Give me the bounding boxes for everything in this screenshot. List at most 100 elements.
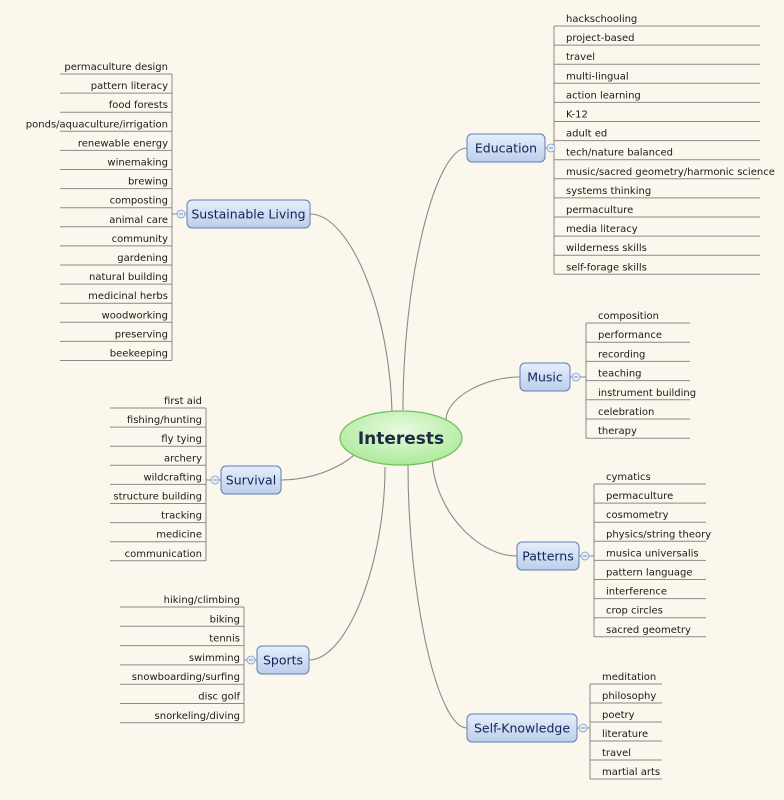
- leaf-item[interactable]: self-forage skills: [554, 262, 760, 275]
- leaf-item[interactable]: music/sacred geometry/harmonic science: [554, 167, 775, 180]
- leaf-item[interactable]: ponds/aquaculture/irrigation: [26, 119, 172, 132]
- leaf-label: wilderness skills: [566, 243, 647, 254]
- collapse-toggle-patterns[interactable]: [580, 551, 590, 561]
- leaf-item[interactable]: brewing: [60, 177, 172, 190]
- leaf-item[interactable]: media literacy: [554, 224, 760, 237]
- leaf-item[interactable]: poetry: [590, 710, 662, 723]
- leaf-label: gardening: [117, 253, 168, 264]
- leaf-item[interactable]: philosophy: [590, 691, 662, 704]
- leaf-item[interactable]: wilderness skills: [554, 243, 760, 256]
- collapse-toggle-education[interactable]: [546, 143, 556, 153]
- leaf-item[interactable]: structure building: [110, 492, 206, 504]
- leaf-item[interactable]: beekeeping: [60, 349, 172, 361]
- leaf-item[interactable]: martial arts: [590, 767, 662, 780]
- leaf-item[interactable]: permaculture: [594, 491, 706, 504]
- leaf-item[interactable]: celebration: [586, 407, 690, 420]
- leaf-item[interactable]: cymatics: [594, 472, 706, 485]
- leaf-item[interactable]: travel: [590, 748, 662, 761]
- leaf-label: woodworking: [102, 310, 168, 321]
- leaf-item[interactable]: tennis: [120, 634, 244, 647]
- leaf-item[interactable]: performance: [586, 330, 690, 343]
- leaf-item[interactable]: instrument building: [586, 388, 696, 401]
- leaf-item[interactable]: natural building: [60, 272, 172, 285]
- leaf-item[interactable]: K-12: [554, 110, 760, 122]
- leaf-item[interactable]: adult ed: [554, 129, 760, 142]
- collapse-toggle-survival[interactable]: [210, 475, 220, 485]
- leaf-item[interactable]: community: [60, 234, 172, 247]
- leaf-item[interactable]: fly tying: [110, 434, 206, 447]
- branch-topic-self-knowledge[interactable]: Self-Knowledge: [466, 713, 578, 743]
- branch-topic-music[interactable]: Music: [519, 362, 571, 392]
- connector-patterns: [431, 454, 518, 557]
- leaf-item[interactable]: recording: [586, 349, 690, 362]
- leaf-item[interactable]: fishing/hunting: [110, 415, 206, 428]
- leaf-item[interactable]: snowboarding/surfing: [120, 672, 244, 685]
- leaf-item[interactable]: wildcrafting: [110, 472, 206, 485]
- leaf-item[interactable]: hiking/climbing: [120, 595, 244, 608]
- leaf-item[interactable]: composition: [586, 311, 690, 324]
- leaf-item[interactable]: biking: [120, 614, 244, 627]
- leaf-item[interactable]: multi-lingual: [554, 71, 760, 84]
- leaf-label: medicine: [156, 530, 202, 541]
- leaf-label: recording: [598, 349, 645, 360]
- leaf-item[interactable]: preserving: [60, 329, 172, 342]
- leaf-item[interactable]: tracking: [110, 511, 206, 524]
- leaf-item[interactable]: therapy: [586, 426, 690, 439]
- leaf-label: multi-lingual: [566, 71, 629, 82]
- leaf-label: performance: [598, 330, 662, 341]
- leaf-item[interactable]: medicine: [110, 530, 206, 543]
- central-topic-label: Interests: [358, 429, 444, 449]
- leaf-item[interactable]: first aid: [110, 396, 206, 409]
- leaf-item[interactable]: woodworking: [60, 310, 172, 323]
- leaf-item[interactable]: swimming: [120, 653, 244, 666]
- leaf-label: martial arts: [602, 767, 660, 778]
- leaf-item[interactable]: teaching: [586, 369, 690, 382]
- leaf-label: structure building: [113, 492, 202, 503]
- branch-topic-education[interactable]: Education: [466, 133, 546, 163]
- connector-self-knowledge: [407, 464, 468, 729]
- branch-topic-sports[interactable]: Sports: [256, 645, 310, 675]
- branch-self-knowledge: meditation philosophy poetry literature trav…: [466, 672, 662, 780]
- leaf-item[interactable]: medicinal herbs: [60, 291, 172, 304]
- leaf-item[interactable]: archery: [110, 453, 206, 466]
- leaf-label: K-12: [566, 110, 588, 121]
- collapse-toggle-sustainable-living[interactable]: [176, 209, 186, 219]
- leaf-item[interactable]: tech/nature balanced: [554, 148, 760, 161]
- leaf-item[interactable]: renewable energy: [60, 138, 172, 151]
- leaf-item[interactable]: communication: [110, 549, 206, 562]
- leaf-item[interactable]: animal care: [60, 215, 172, 228]
- branch-label: Sports: [263, 653, 303, 668]
- leaf-item[interactable]: project-based: [554, 33, 760, 46]
- leaf-item[interactable]: disc golf: [120, 692, 244, 704]
- leaf-item[interactable]: winemaking: [60, 158, 172, 170]
- leaf-item[interactable]: pattern language: [594, 568, 706, 580]
- leaf-item[interactable]: food forests: [60, 100, 172, 113]
- leaf-item[interactable]: travel: [554, 52, 760, 65]
- central-topic[interactable]: Interests: [339, 410, 463, 466]
- branch-topic-survival[interactable]: Survival: [220, 465, 282, 495]
- leaf-item[interactable]: action learning: [554, 90, 760, 103]
- leaf-label: permaculture: [566, 205, 633, 216]
- leaf-item[interactable]: meditation: [590, 672, 662, 685]
- leaf-item[interactable]: cosmometry: [594, 510, 706, 523]
- collapse-toggle-music[interactable]: [571, 372, 581, 382]
- leaf-item[interactable]: crop circles: [594, 606, 706, 619]
- leaf-item[interactable]: hackschooling: [554, 14, 760, 27]
- leaf-item[interactable]: musica universalis: [594, 548, 706, 561]
- leaf-item[interactable]: permaculture: [554, 205, 760, 218]
- leaf-item[interactable]: systems thinking: [554, 186, 760, 199]
- leaf-item[interactable]: pattern literacy: [60, 81, 172, 94]
- branch-topic-patterns[interactable]: Patterns: [516, 541, 580, 571]
- leaf-item[interactable]: physics/string theory: [594, 529, 711, 542]
- branches-layer: permaculture design pattern literacy food …: [26, 14, 775, 780]
- leaf-item[interactable]: sacred geometry: [594, 625, 706, 638]
- leaf-item[interactable]: snorkeling/diving: [120, 711, 244, 724]
- leaf-item[interactable]: interference: [594, 587, 706, 600]
- collapse-toggle-self-knowledge[interactable]: [578, 723, 588, 733]
- leaf-item[interactable]: composting: [60, 196, 172, 209]
- collapse-toggle-sports[interactable]: [246, 655, 256, 665]
- branch-topic-sustainable-living[interactable]: Sustainable Living: [186, 199, 311, 229]
- leaf-item[interactable]: permaculture design: [60, 62, 172, 75]
- leaf-item[interactable]: gardening: [60, 253, 172, 266]
- leaf-item[interactable]: literature: [590, 729, 662, 742]
